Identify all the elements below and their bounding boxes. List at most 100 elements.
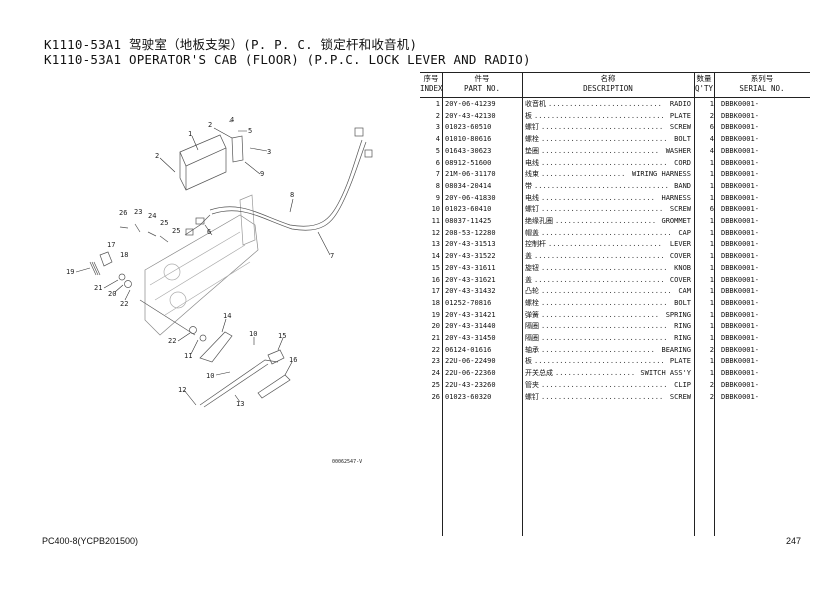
part-number-cell: 22U-06-22490 xyxy=(445,357,496,366)
footer-page-number: 247 xyxy=(786,536,802,546)
description-cn-cell: 轴承 xyxy=(525,345,539,354)
part-number-cell: 01023-60410 xyxy=(445,205,492,214)
index-cell: 25 xyxy=(431,380,440,389)
description-en-cell: PLATE xyxy=(669,111,691,120)
leader-dots: ................................ xyxy=(534,181,669,190)
description-en-cell: BAND xyxy=(674,181,691,190)
description-cell: 螺栓..............................BOLT xyxy=(525,298,691,310)
callout-label: 25 xyxy=(160,219,168,227)
parts-exploded-diagram: 4 2 5 3 1 2 9 8 7 6 26 23 24 25 25 17 18… xyxy=(66,116,373,465)
index-cell: 13 xyxy=(431,240,440,249)
callout-label: 2 xyxy=(155,152,159,160)
description-en-cell: CLIP xyxy=(674,380,691,389)
diagram-drawing xyxy=(75,120,373,408)
description-cell: 开关总成...................SWITCH ASS'Y xyxy=(525,368,691,380)
description-cell: 绝缘孔圈........................GROMMET xyxy=(525,216,691,228)
description-en-cell: SCREW xyxy=(669,123,691,132)
description-cell: 电线..............................CORD xyxy=(525,158,691,170)
serial-number-cell: DBBK0001- xyxy=(721,111,759,120)
index-cell: 9 xyxy=(435,193,440,202)
serial-number-cell: DBBK0001- xyxy=(721,380,759,389)
table-row: 25 22U-43-23260 管夹........................… xyxy=(420,380,810,392)
description-cn-cell: 螺钉 xyxy=(525,205,539,214)
index-cell: 2 xyxy=(435,111,440,120)
description-en-cell: CAM xyxy=(678,287,691,296)
part-number-cell: 20Y-43-42130 xyxy=(445,111,496,120)
quantity-cell: 1 xyxy=(709,369,714,378)
description-cell: 螺钉.............................SCREW xyxy=(525,122,691,134)
quantity-cell: 2 xyxy=(709,392,714,401)
description-en-cell: GROMMET xyxy=(661,217,691,225)
description-cn-cell: 帽盖 xyxy=(525,228,539,237)
index-cell: 16 xyxy=(431,275,440,284)
part-number-cell: 20Y-43-31522 xyxy=(445,252,496,261)
callout-label: 18 xyxy=(120,251,128,259)
index-cell: 3 xyxy=(435,123,440,132)
description-cn-cell: 电线 xyxy=(525,158,539,167)
description-cn-cell: 隔圈 xyxy=(525,334,539,342)
leader-dots: ............................ xyxy=(541,310,660,319)
quantity-cell: 1 xyxy=(709,158,714,167)
description-cn-cell: 管夹 xyxy=(525,380,539,389)
description-cell: 弹簧............................SPRING xyxy=(525,310,691,322)
part-number-cell: 22U-43-23260 xyxy=(445,380,496,389)
description-cn-cell: 板 xyxy=(525,111,532,120)
leader-dots: .............................. xyxy=(541,298,668,307)
callout-label: 3 xyxy=(267,148,271,156)
serial-number-cell: DBBK0001- xyxy=(721,357,759,366)
description-en-cell: RING xyxy=(674,334,691,342)
description-cn-cell: 盖 xyxy=(525,275,532,284)
description-cn-cell: 电线 xyxy=(525,193,539,202)
quantity-cell: 1 xyxy=(709,263,714,272)
part-number-cell: 20Y-43-31611 xyxy=(445,263,496,272)
index-cell: 11 xyxy=(431,217,440,225)
serial-number-cell: DBBK0001- xyxy=(721,170,759,179)
quantity-cell: 1 xyxy=(709,170,714,179)
quantity-cell: 1 xyxy=(709,100,714,108)
leader-dots: .............................. xyxy=(541,380,668,389)
serial-number-cell: DBBK0001- xyxy=(721,205,759,214)
callout-label: 19 xyxy=(66,268,74,276)
callout-label: 24 xyxy=(148,212,156,220)
figure-code: 00062547-V xyxy=(332,459,362,465)
leader-dots: .............................. xyxy=(541,334,668,342)
leader-dots: ............................... xyxy=(534,275,665,284)
leader-dots: ........................ xyxy=(555,217,657,225)
index-cell: 6 xyxy=(435,158,440,167)
part-number-cell: 08037-11425 xyxy=(445,217,492,225)
description-en-cell: COVER xyxy=(669,275,691,284)
leader-dots: .............................. xyxy=(541,263,668,272)
part-number-cell: 20Y-43-31621 xyxy=(445,275,496,284)
callout-label: 11 xyxy=(184,352,192,360)
quantity-cell: 1 xyxy=(709,287,714,296)
part-number-cell: 20Y-43-31450 xyxy=(445,334,496,342)
index-cell: 10 xyxy=(431,205,440,214)
serial-number-cell: DBBK0001- xyxy=(721,158,759,167)
quantity-cell: 1 xyxy=(709,228,714,237)
quantity-cell: 2 xyxy=(709,380,714,389)
callout-label: 12 xyxy=(178,386,186,394)
part-number-cell: 01010-80616 xyxy=(445,135,492,144)
part-number-cell: 21M-06-31170 xyxy=(445,170,496,179)
part-number-cell: 08034-20414 xyxy=(445,181,492,190)
description-cn-cell: 控制杆 xyxy=(525,240,546,249)
callout-label: 14 xyxy=(223,312,231,320)
callout-label: 25 xyxy=(172,227,180,235)
callout-label: 20 xyxy=(108,290,116,298)
table-row: 16 20Y-43-31621 盖.........................… xyxy=(420,275,810,287)
serial-number-cell: DBBK0001- xyxy=(721,193,759,202)
serial-number-cell: DBBK0001- xyxy=(721,345,759,354)
serial-number-cell: DBBK0001- xyxy=(721,252,759,261)
description-en-cell: SPRING xyxy=(665,310,691,319)
leader-dots: ........................... xyxy=(541,193,655,202)
